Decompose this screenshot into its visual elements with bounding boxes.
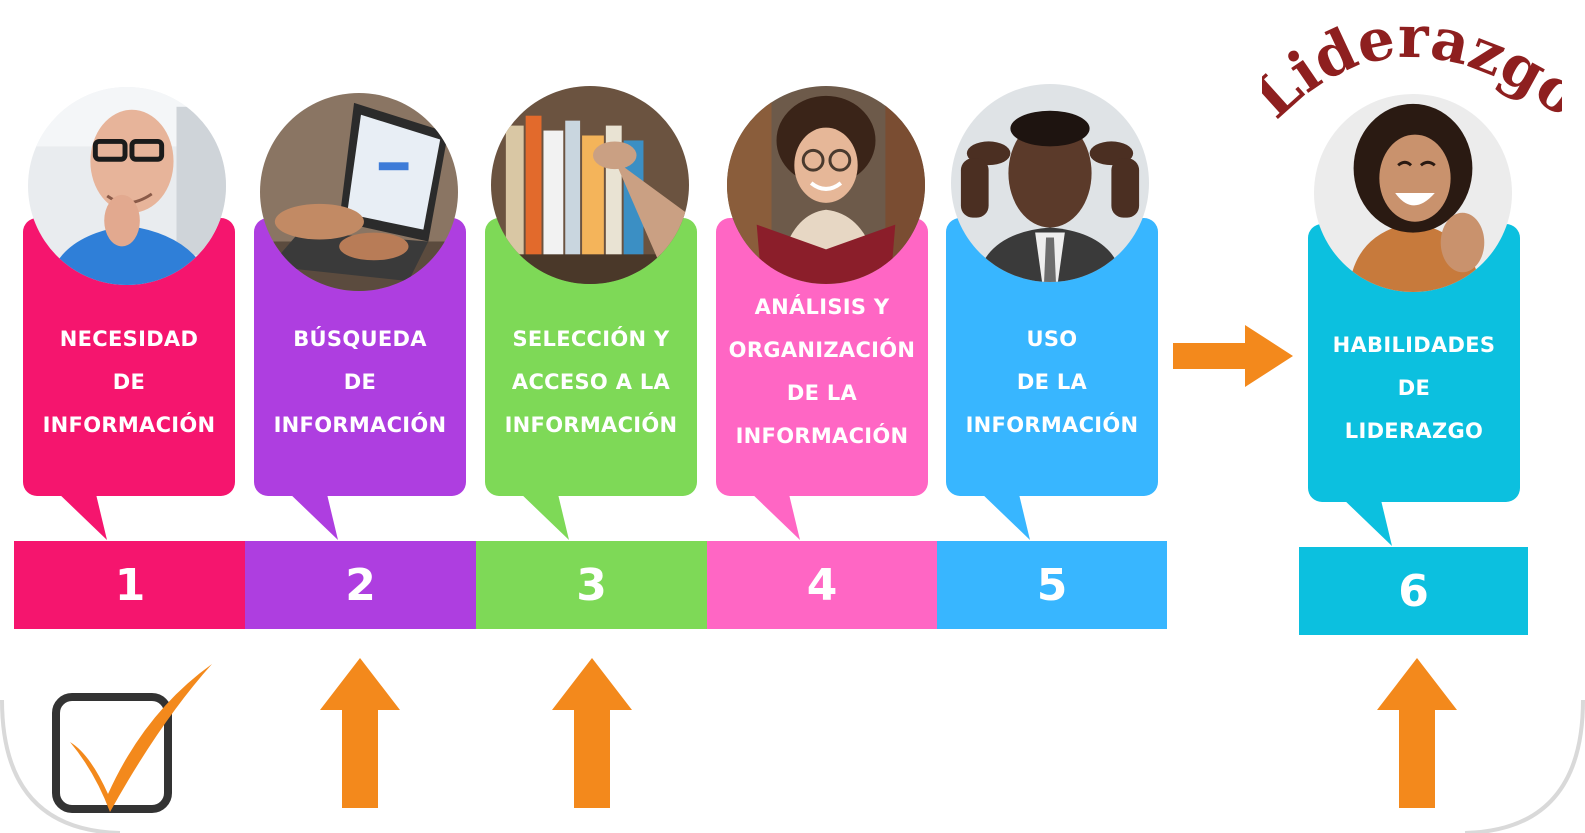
step-5-line-3: INFORMACIÓN: [965, 412, 1139, 437]
step-3-up-arrow: [552, 658, 632, 808]
step-6-line-1: HABILIDADES: [1332, 332, 1496, 357]
step-3-line-3: INFORMACIÓN: [504, 412, 678, 437]
step-1-line-2: DE: [112, 369, 146, 394]
step-5-photo: [951, 84, 1149, 282]
step-4-tail: [748, 490, 800, 540]
woman-reading-book-image: [727, 86, 925, 284]
woman-laughing-image: [1314, 94, 1512, 292]
step-5-tail: [978, 490, 1030, 540]
step-6-number: 6: [1398, 565, 1429, 617]
step-2-photo: [260, 93, 458, 291]
step-1-number-bar: 1: [14, 541, 246, 629]
step-3-photo: [491, 86, 689, 284]
step-4-photo: [727, 86, 925, 284]
step-3-number: 3: [576, 559, 607, 611]
step-2-number-bar: 2: [245, 541, 476, 629]
step-3-line-1: SELECCIÓN Y: [512, 326, 670, 351]
step-1-number: 1: [114, 559, 146, 611]
step-5-line-1: USO: [1026, 326, 1078, 351]
step-5-line-2: DE LA: [1016, 369, 1088, 394]
step-4-number-bar: 4: [707, 541, 937, 629]
step-6-photo: [1314, 94, 1512, 292]
step-3-line-2: ACCESO A LA: [511, 369, 671, 394]
step-2-number: 2: [345, 559, 376, 611]
step-4-line-2: ORGANIZACIÓN: [728, 338, 916, 362]
step-3-number-bar: 3: [476, 541, 707, 629]
step-5-number-bar: 5: [937, 541, 1167, 629]
checkbox-checked-icon: [52, 664, 212, 813]
man-with-glasses-thinking-image: [28, 87, 226, 285]
step-2-line-1: BÚSQUEDA: [293, 326, 427, 351]
step-1-line-1: NECESIDAD: [59, 326, 199, 351]
step-4-line-3: DE LA: [786, 381, 858, 405]
step-4-line-1: ANÁLISIS Y: [754, 295, 890, 319]
step-4-number: 4: [806, 559, 838, 611]
step-1-photo: [28, 87, 226, 285]
step-6-bubble: HABILIDADES DE LIDERAZGO: [1308, 224, 1520, 502]
step-4-line-4: INFORMACIÓN: [735, 424, 909, 448]
step-2-line-3: INFORMACIÓN: [273, 412, 447, 437]
step-1-tail: [55, 490, 107, 540]
step-6-number-bar: 6: [1299, 547, 1528, 635]
step-2-line-2: DE: [343, 369, 377, 394]
step-1-line-3: INFORMACIÓN: [42, 412, 216, 437]
step-5-number: 5: [1036, 559, 1068, 611]
step-3-tail: [517, 490, 569, 540]
step-6-tail: [1340, 496, 1392, 546]
right-arrow: [1173, 325, 1293, 387]
step-2-tail: [286, 490, 338, 540]
step-6-line-2: DE: [1397, 375, 1431, 400]
hands-typing-laptop-image: [260, 93, 458, 291]
step-2-up-arrow: [320, 658, 400, 808]
step-6-up-arrow: [1377, 658, 1457, 808]
step-6-line-3: LIDERAZGO: [1344, 418, 1484, 443]
hand-taking-book-from-shelf-image: [491, 86, 689, 284]
man-pointing-temples-image: [951, 84, 1149, 282]
